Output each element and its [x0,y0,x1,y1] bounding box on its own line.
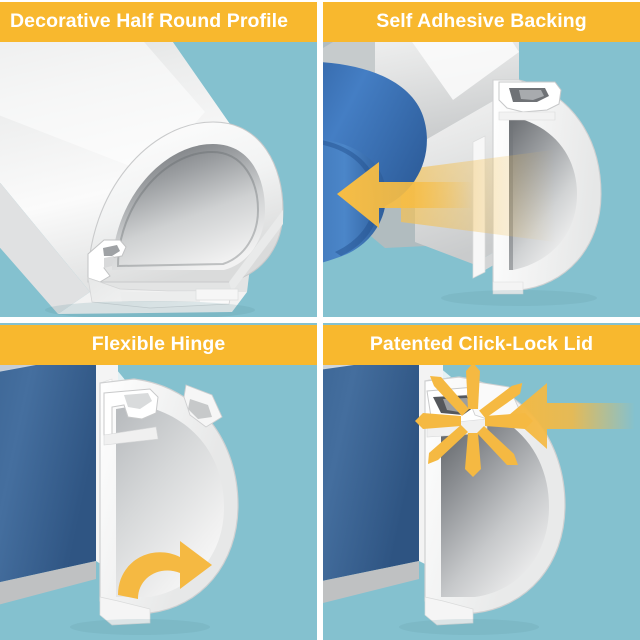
panel-header-4: Patented Click-Lock Lid [323,325,640,365]
gutter-vertical-top [317,0,323,317]
illustration-flexible-hinge [0,365,317,640]
close-direction-arrow [509,383,635,449]
panel-stage-4 [323,365,640,640]
panel-title-3: Flexible Hinge [91,333,226,356]
illustration-self-adhesive-backing [323,42,640,317]
panel-stage-2 [323,42,640,317]
gutter-vertical-bottom [317,323,323,640]
panel-patented-click-lock-lid: Patented Click-Lock Lid [323,323,640,640]
illustration-half-round-profile [0,42,317,317]
panel-title-4: Patented Click-Lock Lid [369,333,594,356]
hinge-rotation-arrow [118,541,212,599]
panel-header-2: Self Adhesive Backing [323,2,640,42]
peel-direction-arrow [337,162,473,228]
panel-self-adhesive-backing: Self Adhesive Backing [323,0,640,317]
panel-stage-3 [0,365,317,640]
panel-top-strip [323,0,640,2]
panel-header-3: Flexible Hinge [0,325,317,365]
illustration-click-lock-lid [323,365,640,640]
panel-top-strip [0,0,317,2]
panel-decorative-half-round-profile: Decorative Half Round Profile [0,0,317,317]
panel-title-2: Self Adhesive Backing [376,10,587,33]
gutter-horizontal [0,317,640,323]
panel-stage-1 [0,42,317,317]
panel-header-1: Decorative Half Round Profile [0,2,317,42]
panel-title-1: Decorative Half Round Profile [10,10,289,33]
panel-flexible-hinge: Flexible Hinge [0,323,317,640]
